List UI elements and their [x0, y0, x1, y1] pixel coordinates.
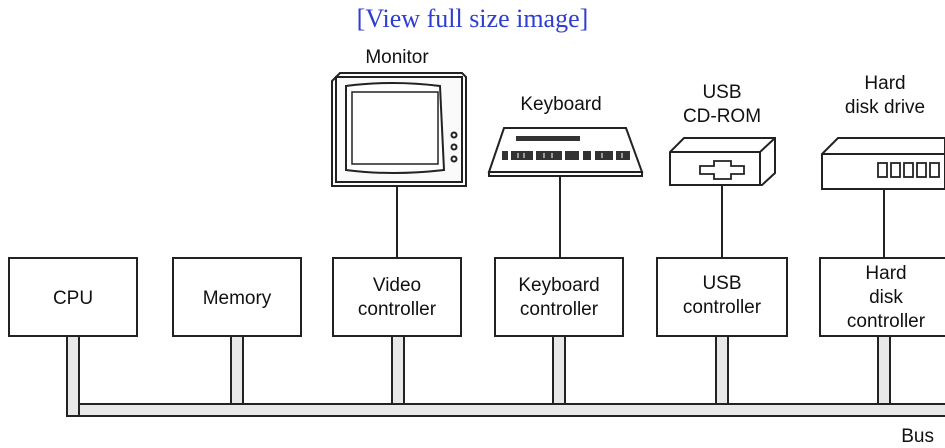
hard-disk-drive-label-2: disk drive [845, 97, 925, 118]
cdrom-icon [669, 137, 776, 186]
view-full-size-link[interactable]: [View full size image] [356, 4, 589, 33]
video-controller-label-2: controller [358, 299, 437, 320]
monitor-label: Monitor [365, 47, 429, 68]
hard-disk-controller-label-2: disk [869, 287, 903, 308]
video-controller-label-1: Video [373, 275, 421, 296]
keyboard-device-label: Keyboard [520, 94, 601, 115]
device-wires [396, 172, 885, 258]
hard-disk-drive-icon [821, 137, 945, 190]
hard-disk-controller-label-3: controller [847, 311, 926, 332]
cpu-box [8, 257, 138, 337]
keyboard-icon [487, 127, 644, 177]
usb-controller-label-1: USB [702, 273, 741, 294]
keyboard-controller-label-2: controller [520, 299, 599, 320]
bus-fill [68, 336, 945, 415]
video-controller-box [332, 257, 462, 337]
memory-box [172, 257, 302, 337]
bus-label: Bus [901, 426, 934, 443]
hard-disk-drive-label-1: Hard [864, 73, 905, 94]
usb-cdrom-label-2: CD-ROM [683, 106, 761, 127]
keyboard-controller-label-1: Keyboard [518, 275, 599, 296]
cpu-label: CPU [53, 288, 93, 309]
monitor-icon [331, 72, 467, 187]
memory-label: Memory [203, 288, 272, 309]
usb-controller-box [656, 257, 788, 337]
usb-cdrom-label-1: USB [702, 82, 741, 103]
keyboard-controller-box [494, 257, 624, 337]
hard-disk-controller-label-1: Hard [865, 263, 906, 284]
hard-disk-controller-box [819, 257, 945, 337]
usb-controller-label-2: controller [683, 297, 762, 318]
